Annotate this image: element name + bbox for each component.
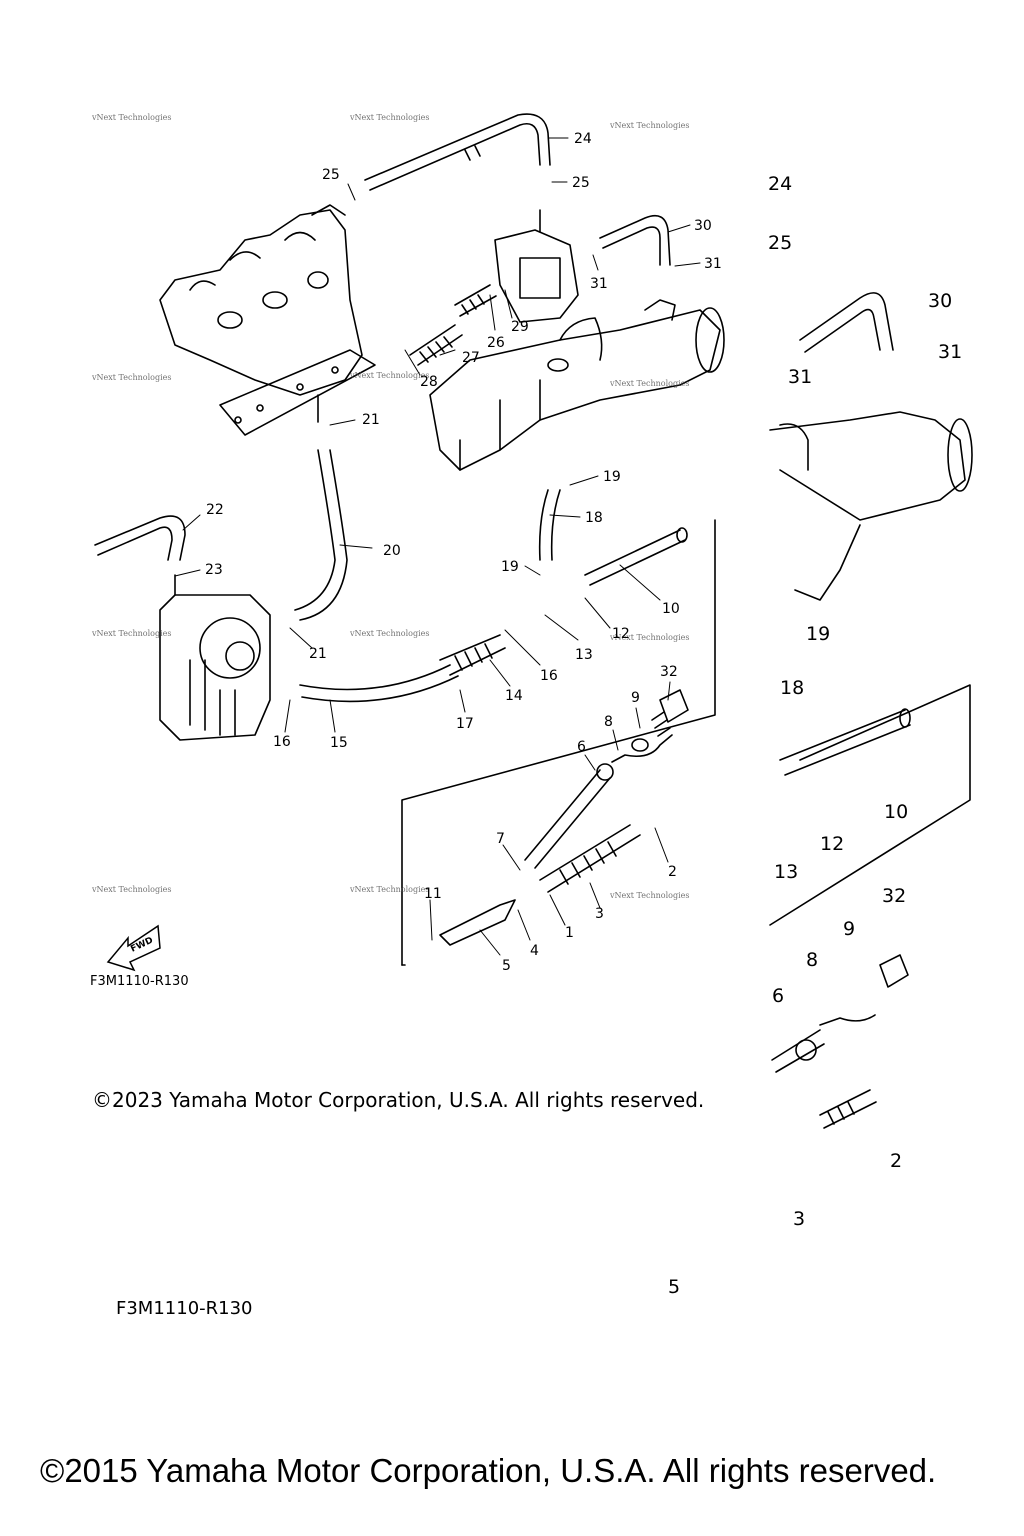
svg-text:3: 3 (793, 1208, 805, 1230)
svg-text:2: 2 (668, 864, 677, 880)
hose-10 (584, 527, 688, 586)
svg-text:23: 23 (205, 562, 223, 578)
svg-text:32: 32 (882, 885, 906, 907)
svg-text:11: 11 (424, 886, 442, 902)
svg-text:18: 18 (585, 510, 603, 526)
fitting-32 (651, 689, 689, 737)
svg-text:16: 16 (540, 668, 558, 684)
svg-text:19: 19 (806, 623, 830, 645)
svg-text:19: 19 (501, 559, 519, 575)
svg-text:18: 18 (780, 677, 804, 699)
leader-lines (174, 137, 701, 956)
svg-text:vNext Technologies: vNext Technologies (91, 373, 171, 382)
svg-text:6: 6 (577, 739, 586, 755)
callouts-main: 24 25 25 30 31 31 29 26 27 28 21 22 23 2… (205, 131, 722, 974)
detail-box (401, 519, 716, 966)
corrugated-hose-26 (454, 284, 497, 317)
svg-text:21: 21 (362, 412, 380, 428)
svg-text:32: 32 (660, 664, 678, 680)
svg-text:vNext Technologies: vNext Technologies (91, 113, 171, 122)
svg-text:6: 6 (772, 985, 784, 1007)
svg-text:vNext Technologies: vNext Technologies (609, 891, 689, 900)
svg-text:13: 13 (575, 647, 593, 663)
bracket (494, 209, 579, 323)
svg-text:15: 15 (330, 735, 348, 751)
svg-text:1: 1 (565, 925, 574, 941)
svg-text:vNext Technologies: vNext Technologies (349, 885, 429, 894)
svg-text:vNext Technologies: vNext Technologies (609, 379, 689, 388)
svg-text:vNext Technologies: vNext Technologies (349, 113, 429, 122)
nozzle-5 (439, 899, 516, 946)
svg-text:30: 30 (928, 290, 952, 312)
hose-24 (364, 113, 551, 191)
diagram-code-small: F3M1110-R130 (90, 974, 189, 989)
svg-text:24: 24 (768, 173, 792, 195)
callouts-zoom: 24 25 30 31 31 19 18 10 12 13 32 9 8 6 2… (668, 173, 962, 1298)
hose-20 (294, 449, 348, 621)
copyright-2023: ©2023 Yamaha Motor Corporation, U.S.A. A… (92, 1088, 705, 1112)
svg-text:27: 27 (462, 350, 480, 366)
svg-text:vNext Technologies: vNext Technologies (91, 885, 171, 894)
diagram-code-large: F3M1110-R130 (116, 1298, 253, 1319)
svg-text:12: 12 (820, 833, 844, 855)
svg-text:26: 26 (487, 335, 505, 351)
svg-text:9: 9 (843, 918, 855, 940)
svg-text:21: 21 (309, 646, 327, 662)
svg-text:vNext Technologies: vNext Technologies (609, 121, 689, 130)
svg-text:22: 22 (206, 502, 224, 518)
svg-text:19: 19 (603, 469, 621, 485)
svg-text:28: 28 (420, 374, 438, 390)
exhaust-manifold (159, 204, 376, 436)
svg-text:8: 8 (806, 949, 818, 971)
hose-3 (539, 824, 641, 893)
svg-text:13: 13 (774, 861, 798, 883)
svg-text:31: 31 (788, 366, 812, 388)
hose-22 (94, 515, 186, 561)
svg-text:vNext Technologies: vNext Technologies (609, 633, 689, 642)
svg-text:24: 24 (574, 131, 592, 147)
svg-text:2: 2 (890, 1150, 902, 1172)
svg-text:25: 25 (768, 232, 792, 254)
svg-text:30: 30 (694, 218, 712, 234)
svg-text:14: 14 (505, 688, 523, 704)
hose-30 (599, 214, 671, 266)
clamp-8 (611, 734, 673, 763)
hose-15 (299, 664, 459, 703)
svg-text:4: 4 (530, 943, 539, 959)
svg-text:vNext Technologies: vNext Technologies (349, 371, 429, 380)
svg-text:vNext Technologies: vNext Technologies (91, 629, 171, 638)
watermarks: vNext Technologies vNext Technologies vN… (91, 113, 689, 900)
svg-text:31: 31 (938, 341, 962, 363)
svg-text:12: 12 (612, 626, 630, 642)
svg-text:25: 25 (572, 175, 590, 191)
svg-text:9: 9 (631, 690, 640, 706)
svg-text:3: 3 (595, 906, 604, 922)
zoom-inset (769, 292, 973, 1129)
svg-text:20: 20 (383, 543, 401, 559)
svg-text:31: 31 (704, 256, 722, 272)
fwd-arrow-icon: FWD (106, 924, 161, 972)
svg-text:17: 17 (456, 716, 474, 732)
corrugated-hose-27 (409, 324, 463, 366)
hose-18 (538, 489, 561, 561)
svg-text:5: 5 (668, 1276, 680, 1298)
svg-text:25: 25 (322, 167, 340, 183)
svg-text:10: 10 (662, 601, 680, 617)
corrugated-hose-14 (439, 634, 506, 676)
svg-text:7: 7 (496, 831, 505, 847)
svg-text:vNext Technologies: vNext Technologies (349, 629, 429, 638)
tube-6 (524, 763, 614, 869)
svg-text:8: 8 (604, 714, 613, 730)
svg-text:10: 10 (884, 801, 908, 823)
electrical-box (159, 574, 271, 741)
svg-text:31: 31 (590, 276, 608, 292)
muffler-assembly (429, 299, 725, 471)
svg-text:29: 29 (511, 319, 529, 335)
copyright-2015: ©2015 Yamaha Motor Corporation, U.S.A. A… (40, 1452, 937, 1489)
svg-text:16: 16 (273, 734, 291, 750)
svg-text:5: 5 (502, 958, 511, 974)
